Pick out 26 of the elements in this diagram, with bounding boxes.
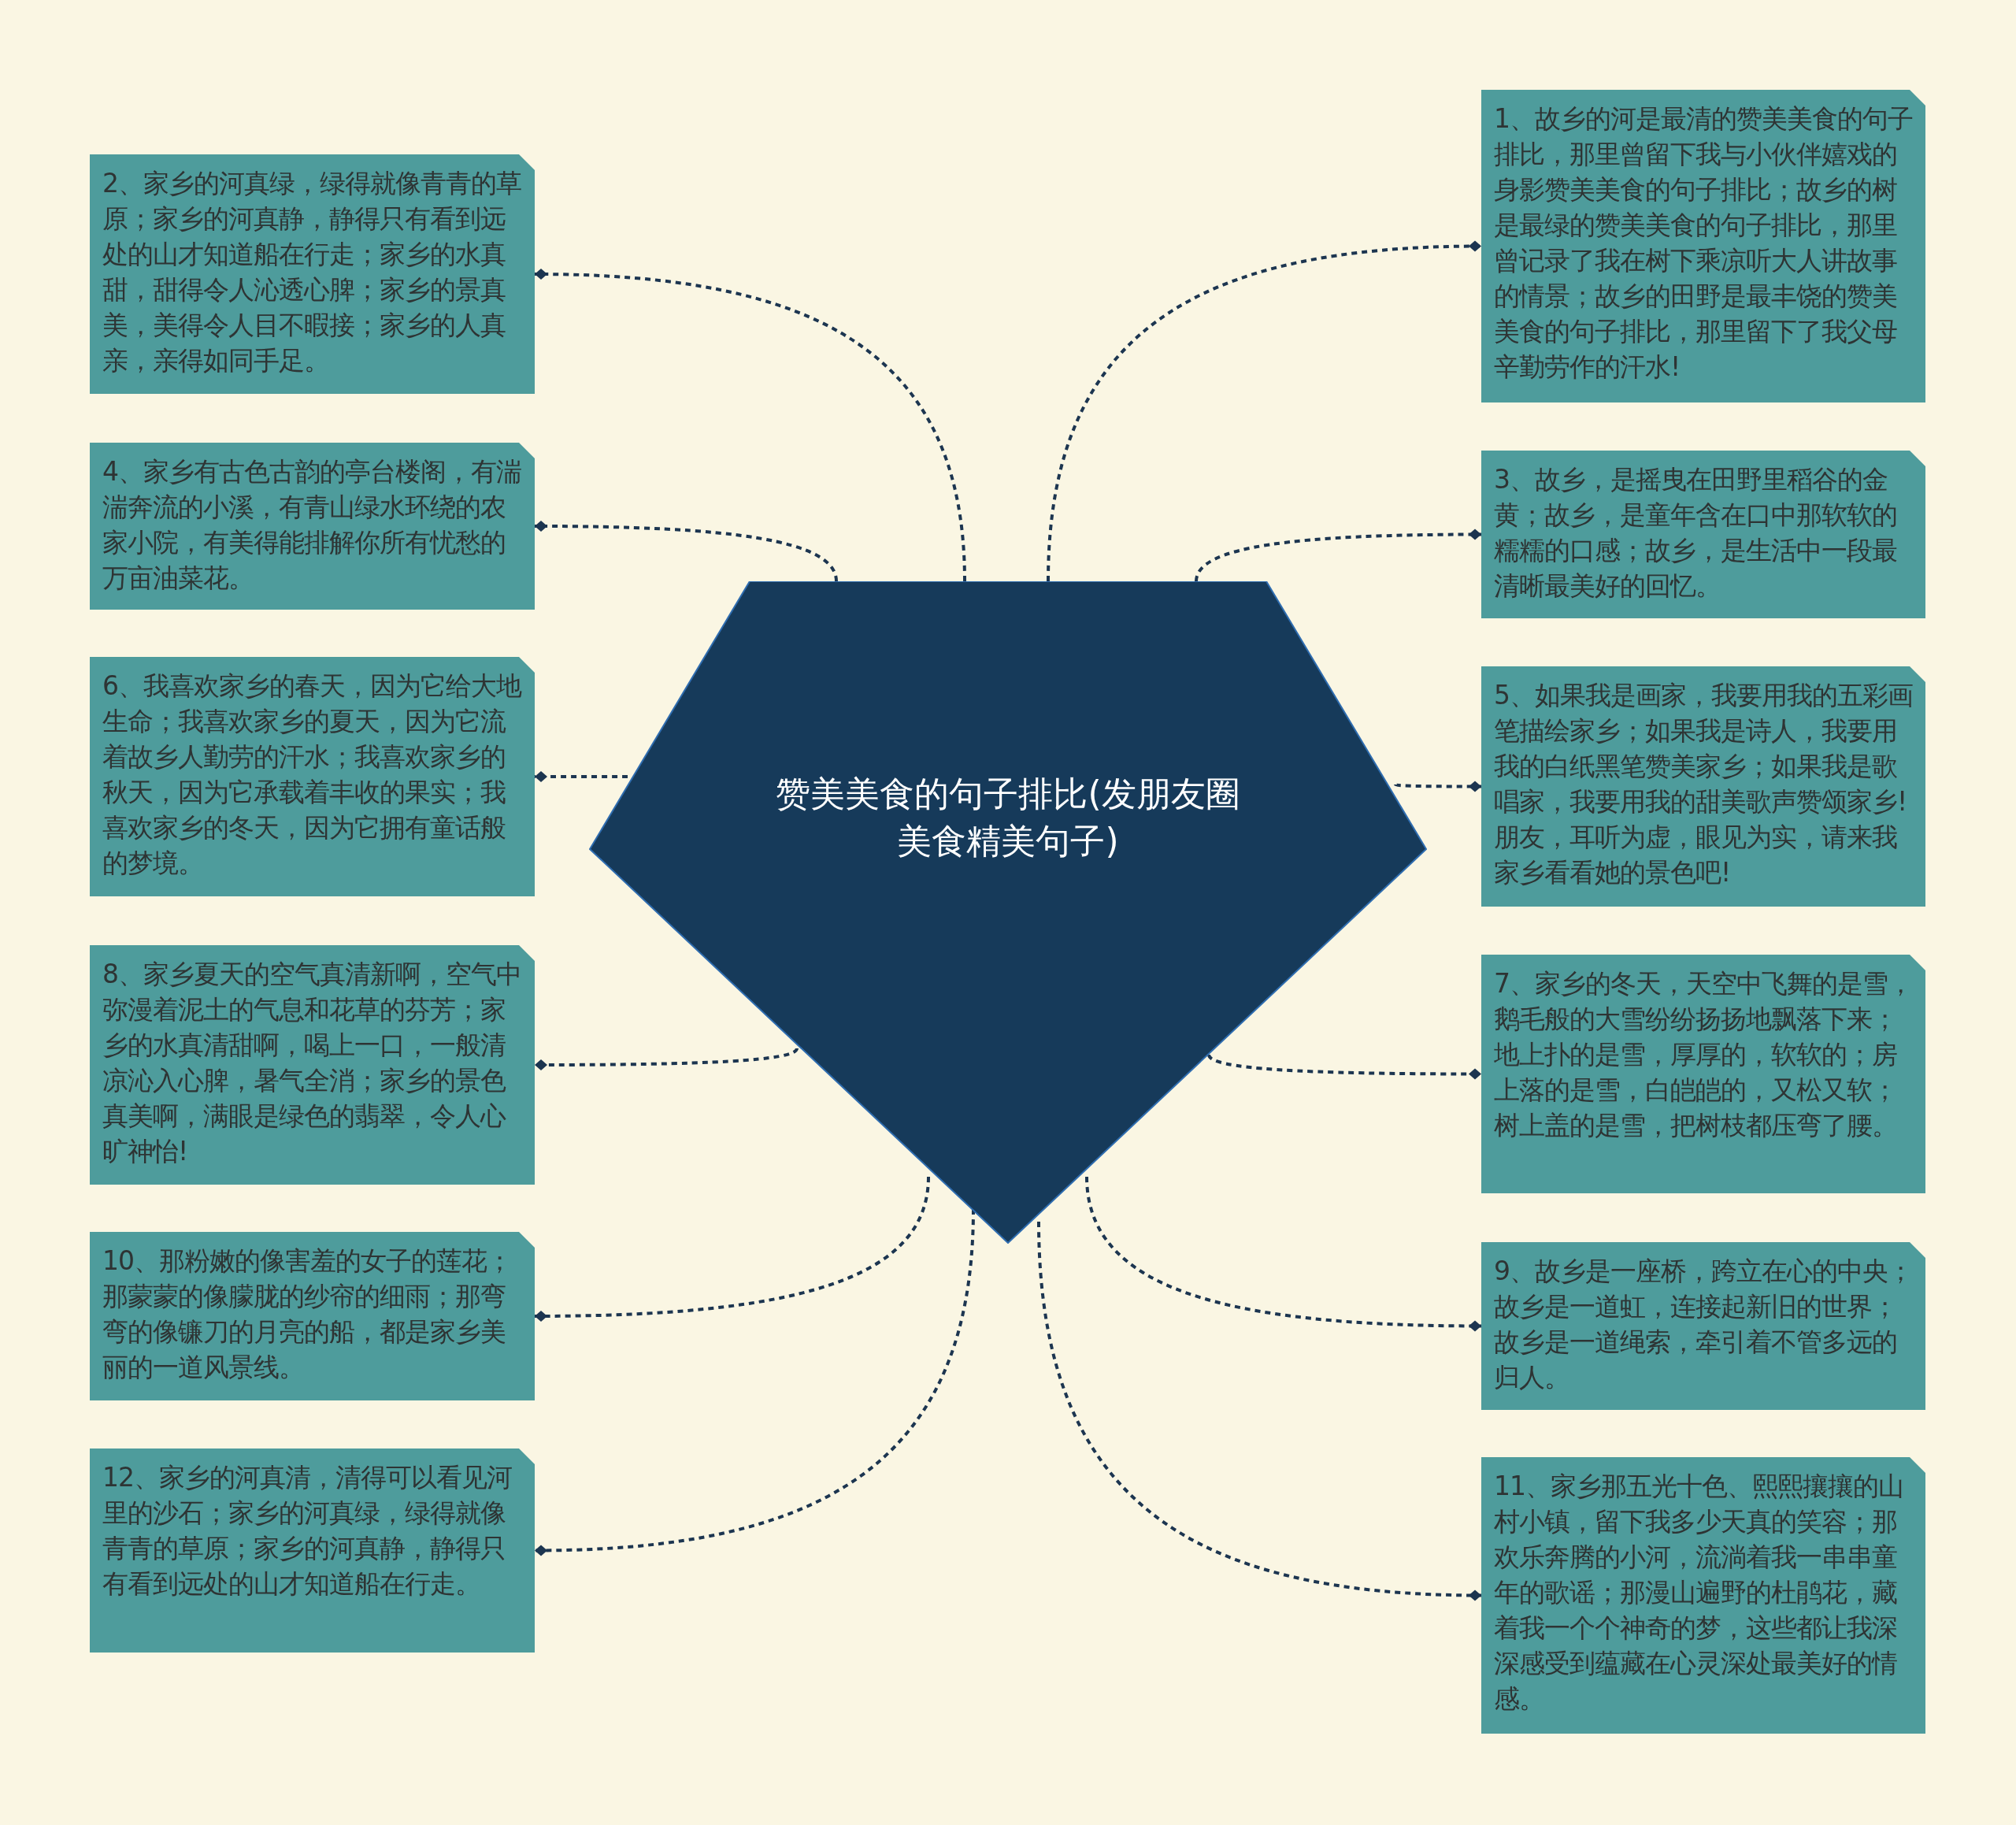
connector <box>1047 240 1482 582</box>
text-box: 12、家乡的河真清，清得可以看见河里的沙石；家乡的河真绿，绿得就像青青的草原；家乡的河真静，静得只有看到远处的山才知道船在行走。 <box>90 1449 535 1653</box>
connector <box>535 1047 799 1070</box>
center-title: 赞美美食的句子排比(发朋友圈美食精美句子) <box>775 773 1241 862</box>
connector <box>1207 1054 1481 1080</box>
connector <box>534 269 966 582</box>
connector <box>535 521 838 582</box>
text-box: 4、家乡有古色古韵的亭台楼阁，有湍湍奔流的小溪，有青山绿水环绕的农家小院，有美得能排解你所有忧愁的万亩油菜花。 <box>90 443 535 610</box>
connector <box>534 1208 975 1556</box>
text-box: 10、那粉嫩的像害羞的女子的莲花；那蒙蒙的像朦胧的纱帘的细雨；那弯弯的像镰刀的月亮的船，都是家乡美丽的一道风景线。 <box>90 1232 535 1400</box>
connector <box>534 1176 930 1322</box>
text-box: 6、我喜欢家乡的春天，因为它给大地生命；我喜欢家乡的夏天，因为它流着故乡人勤劳的汗水；我喜欢家乡的秋天，因为它承载着丰收的果实；我喜欢家乡的冬天，因为它拥有童话般的梦境。 <box>90 657 535 896</box>
pentagon-node <box>589 581 1427 1244</box>
text-box: 8、家乡夏天的空气真清新啊，空气中弥漫着泥土的气息和花草的芬芳；家乡的水真清甜啊，喝上一口，一般清凉沁入心脾，暑气全消；家乡的景色真美啊，满眼是绿色的翡翠，令人心旷神怡! <box>90 945 535 1185</box>
text-box: 1、故乡的河是最清的赞美美食的句子排比，那里曾留下我与小伙伴嬉戏的身影赞美美食的句子排比；故乡的树是最绿的赞美美食的句子排比，那里曾记录了我在树下乘凉听大人讲故事的情景；故乡的田野是最丰饶的赞美美食的句子排比，那里留下了我父母辛勤劳作的汗水! <box>1481 90 1925 402</box>
connector <box>1395 781 1481 792</box>
text-box: 9、故乡是一座桥，跨立在心的中央；故乡是一道虹，连接起新旧的世界；故乡是一道绳索，牵引着不管多远的归人。 <box>1481 1242 1925 1410</box>
text-box: 5、如果我是画家，我要用我的五彩画笔描绘家乡；如果我是诗人，我要用我的白纸黑笔赞美家乡；如果我是歌唱家，我要用我的甜美歌声赞颂家乡!朋友，耳听为虚，眼见为实，请来我家乡看看她的景色吧! <box>1481 666 1925 907</box>
connector <box>1037 1221 1482 1601</box>
text-box: 2、家乡的河真绿，绿得就像青青的草原；家乡的河真静，静得只有看到远处的山才知道船在行走；家乡的水真甜，甜得令人沁透心脾；家乡的景真美，美得令人目不暇接；家乡的人真亲，亲得如同手足。 <box>90 154 535 394</box>
connector <box>1195 529 1481 582</box>
text-box: 7、家乡的冬天，天空中飞舞的是雪，鹅毛般的大雪纷纷扬扬地飘落下来；地上扑的是雪，厚厚的，软软的；房上落的是雪，白皑皑的，又松又软；树上盖的是雪，把树枝都压弯了腰。 <box>1481 955 1925 1193</box>
connector <box>535 771 628 782</box>
text-box: 3、故乡，是摇曳在田野里稻谷的金黄；故乡，是童年含在口中那软软的糯糯的口感；故乡，是生活中一段最清晰最美好的回忆。 <box>1481 451 1925 618</box>
connector <box>1085 1176 1482 1332</box>
text-box: 11、家乡那五光十色、熙熙攘攘的山村小镇，留下我多少天真的笑容；那欢乐奔腾的小河，流淌着我一串串童年的歌谣；那漫山遍野的杜鹃花，藏着我一个个神奇的梦，这些都让我深深感受到蕴藏在心灵深处最美好的情感。 <box>1481 1457 1925 1734</box>
